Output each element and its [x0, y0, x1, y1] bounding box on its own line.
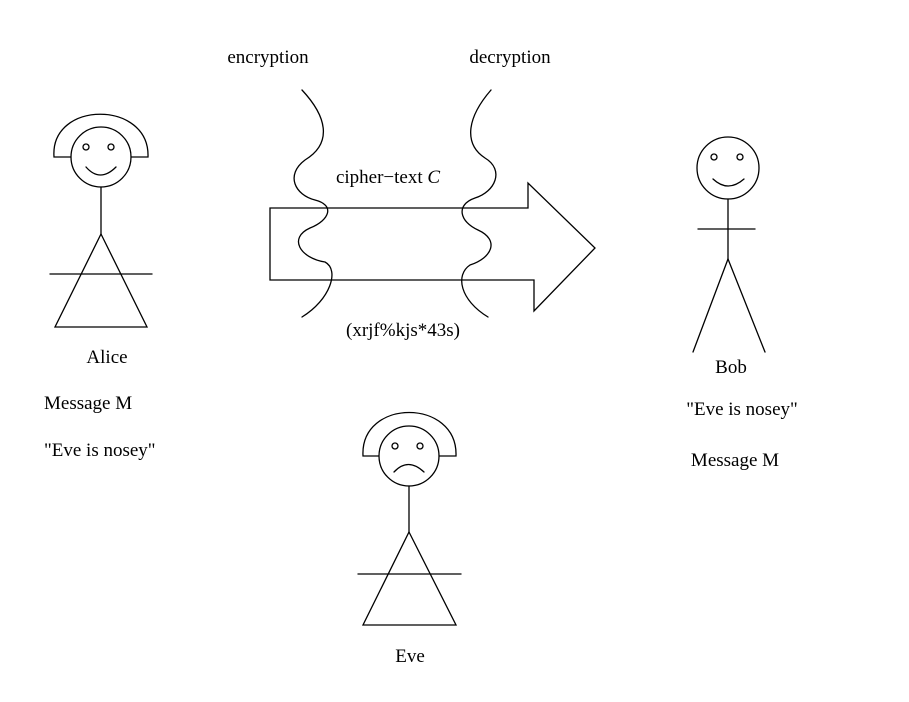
alice-eye-right: [107, 143, 115, 151]
alice-figure: [49, 113, 153, 328]
bob-head: [696, 136, 760, 200]
bob-smile: [712, 178, 745, 187]
eve-figure: [357, 412, 462, 626]
decryption-wave: [461, 89, 497, 318]
bob-eye-right: [736, 153, 744, 161]
eve-frown: [393, 463, 425, 473]
encryption-wave: [293, 89, 333, 318]
alice-smile: [85, 166, 117, 176]
alice-hair: [53, 113, 149, 158]
eve-name: Eve: [395, 646, 425, 667]
decryption-label: decryption: [469, 47, 551, 68]
alice-message-label: Message M: [44, 393, 132, 414]
bob-figure: [692, 136, 766, 353]
alice-dress: [53, 232, 149, 328]
alice-eye-left: [82, 143, 90, 151]
alice-name: Alice: [86, 347, 127, 368]
encryption-label: encryption: [227, 47, 309, 68]
eve-dress: [361, 530, 458, 626]
bob-leg-right: [727, 258, 766, 353]
eve-eye-right: [416, 442, 424, 450]
bob-name: Bob: [715, 357, 747, 378]
bob-message-text: "Eve is nosey": [686, 399, 798, 420]
eve-hair: [362, 412, 457, 457]
bob-message-label: Message M: [691, 450, 779, 471]
bob-leg-left: [692, 258, 729, 353]
ciphertext-sample: (xrjf%kjs*43s): [346, 320, 460, 341]
bob-eye-left: [710, 153, 718, 161]
ciphertext-arrow: [269, 181, 596, 313]
eve-head: [378, 425, 440, 487]
ciphertext-label: cipher−text C: [336, 167, 440, 188]
eve-eye-left: [391, 442, 399, 450]
alice-message-text: "Eve is nosey": [44, 440, 156, 461]
alice-head: [70, 126, 132, 188]
